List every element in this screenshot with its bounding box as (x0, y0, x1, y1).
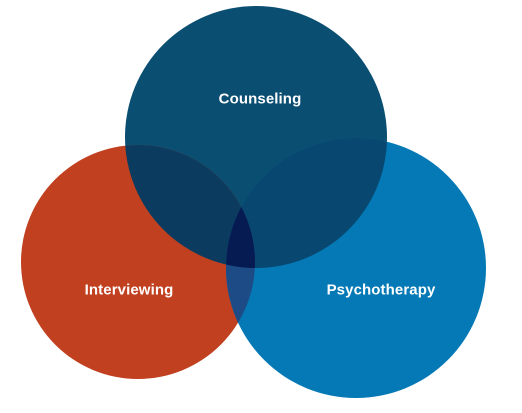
label-psychotherapy: Psychotherapy (326, 281, 436, 299)
overlap-counseling-psychotherapy (226, 138, 387, 268)
label-interviewing: Interviewing (84, 281, 174, 299)
label-counseling: Counseling (218, 90, 302, 108)
